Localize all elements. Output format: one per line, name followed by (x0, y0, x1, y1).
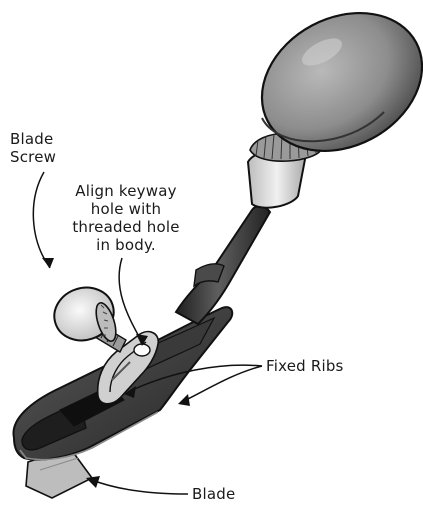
blade-screw-label: Blade Screw (10, 130, 56, 166)
blade-screw-label-line-1: Blade (10, 130, 56, 148)
handle-shaft (176, 206, 270, 324)
blade-screw-label-line-2: Screw (10, 148, 56, 166)
keyway-leader (119, 258, 142, 342)
blade-screw-leader (33, 172, 50, 268)
keyway-note-label: Align keyway hole with threaded hole in … (66, 182, 186, 254)
fixed-ribs-leader-2 (182, 366, 262, 402)
keyway-note-line-1: Align keyway (66, 182, 186, 200)
keyway-note-line-3: threaded hole (66, 218, 186, 236)
fixed-ribs-arrowhead-2 (178, 394, 190, 406)
keyway-note-line-4: in body. (66, 236, 186, 254)
blade-leader (92, 480, 188, 494)
blade-label: Blade (192, 485, 235, 503)
blade-arrowhead (86, 476, 100, 488)
fixed-ribs-label: Fixed Ribs (266, 357, 344, 375)
blade-screw-arrowhead (42, 258, 54, 268)
keyway-note-line-2: hole with (66, 200, 186, 218)
blade-screw (47, 280, 126, 352)
